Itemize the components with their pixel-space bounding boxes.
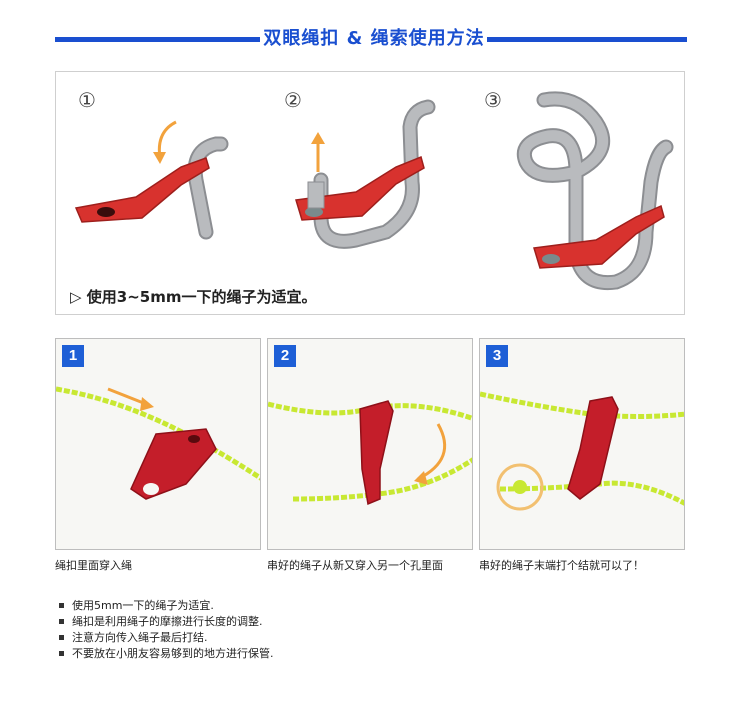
diagram-note: ▷ 使用3~5mm一下的绳子为适宜。 bbox=[70, 288, 317, 306]
photo-step-1: 1 bbox=[55, 338, 261, 550]
header-rule-right bbox=[487, 37, 687, 42]
usage-notes: 使用5mm一下的绳子为适宜. 绳扣是利用绳子的摩擦进行长度的调整. 注意方向传入… bbox=[57, 598, 657, 662]
diagram-illustration bbox=[74, 91, 674, 291]
step-number-3: ③ bbox=[484, 88, 502, 112]
note-text: 不要放在小朋友容易够到的地方进行保管. bbox=[72, 647, 274, 660]
bullet-icon bbox=[59, 635, 64, 640]
photo-step-2: 2 bbox=[267, 338, 473, 550]
list-item: 不要放在小朋友容易够到的地方进行保管. bbox=[57, 646, 657, 662]
step-badge-1: 1 bbox=[62, 345, 84, 367]
step-badge-3: 3 bbox=[486, 345, 508, 367]
bullet-icon bbox=[59, 619, 64, 624]
list-item: 注意方向传入绳子最后打结. bbox=[57, 630, 657, 646]
bullet-icon bbox=[59, 651, 64, 656]
step-number-2: ② bbox=[284, 88, 302, 112]
diagram-panel: ① ② ③ ▷ 使用3~5mm一下的绳子为适宜。 bbox=[55, 71, 685, 315]
note-text: 注意方向传入绳子最后打结. bbox=[72, 631, 208, 644]
page-title: 双眼绳扣 & 绳索使用方法 bbox=[263, 28, 485, 49]
step-number-1: ① bbox=[78, 88, 96, 112]
step1-illustration bbox=[74, 120, 229, 240]
section-header: 双眼绳扣 & 绳索使用方法 bbox=[0, 22, 740, 56]
bullet-icon bbox=[59, 603, 64, 608]
step2-illustration bbox=[295, 99, 436, 249]
step3-illustration bbox=[516, 91, 674, 291]
caption-step-1: 绳扣里面穿入绳 bbox=[55, 559, 132, 572]
note-text: 绳扣是利用绳子的摩擦进行长度的调整. bbox=[72, 615, 263, 628]
photo-step-3: 3 bbox=[479, 338, 685, 550]
caption-step-3: 串好的绳子末端打个结就可以了！ bbox=[479, 559, 644, 572]
list-item: 绳扣是利用绳子的摩擦进行长度的调整. bbox=[57, 614, 657, 630]
caption-step-2: 串好的绳子从新又穿入另一个孔里面 bbox=[267, 559, 443, 572]
photo-step-1-illustration bbox=[56, 386, 260, 500]
step-badge-2: 2 bbox=[274, 345, 296, 367]
header-rule-left bbox=[55, 37, 260, 42]
list-item: 使用5mm一下的绳子为适宜. bbox=[57, 598, 657, 614]
photo-step-2-illustration bbox=[268, 400, 472, 506]
note-text: 使用5mm一下的绳子为适宜. bbox=[72, 599, 214, 612]
photo-step-3-illustration bbox=[480, 391, 684, 511]
